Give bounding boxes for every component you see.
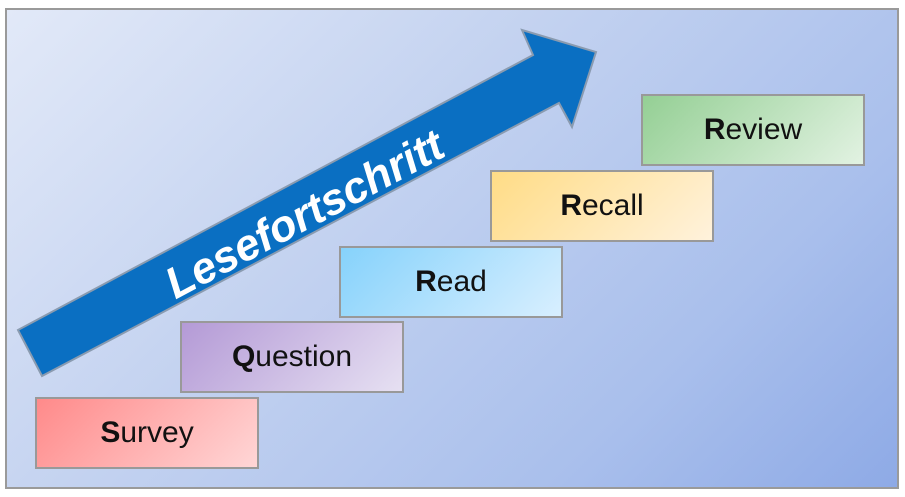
step-label: uestion <box>255 340 353 373</box>
step-label: ecall <box>581 189 644 222</box>
step-initial: R <box>703 113 726 146</box>
step-label: eview <box>725 113 803 146</box>
step-initial: R <box>415 265 437 298</box>
step-initial: S <box>100 416 121 449</box>
step-label: urvey <box>120 416 194 449</box>
step-initial: R <box>560 189 582 222</box>
step-label: ead <box>436 265 487 298</box>
step-initial: Q <box>231 340 256 373</box>
